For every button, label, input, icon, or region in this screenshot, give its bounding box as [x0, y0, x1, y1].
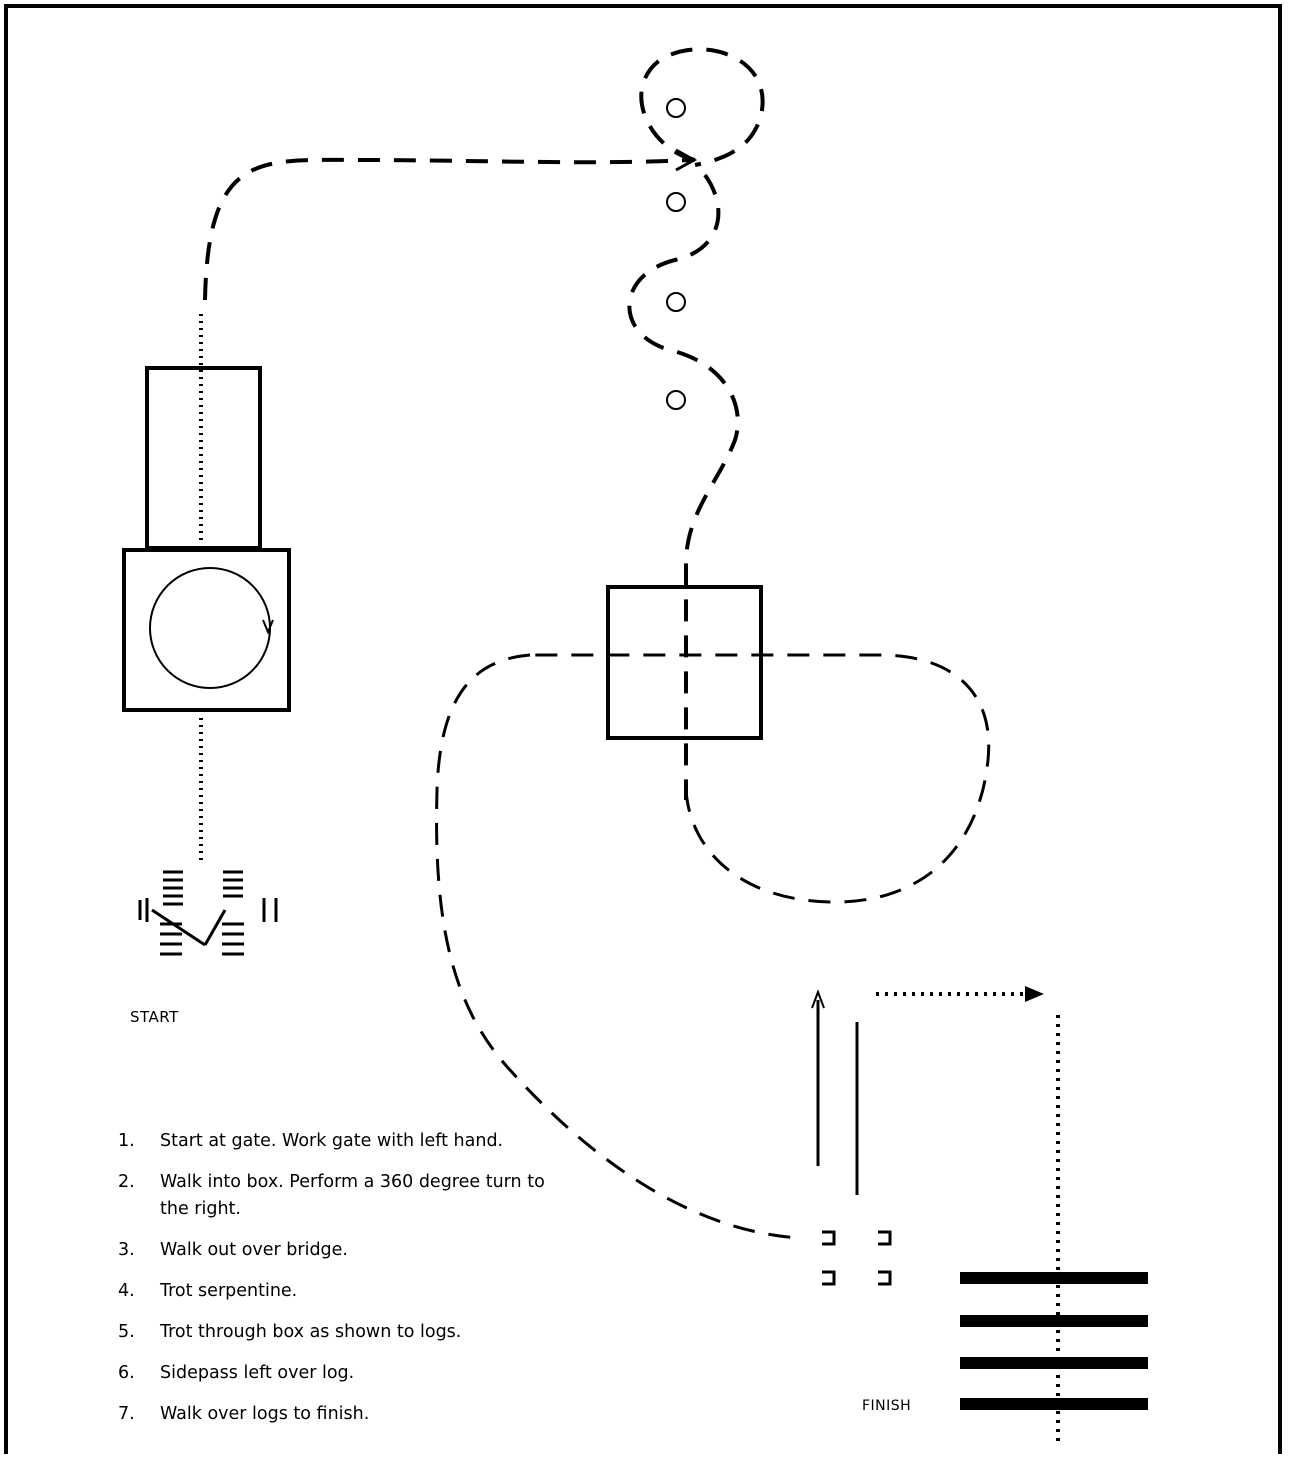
- serpentine-path: [627, 173, 740, 800]
- finish-arrow-icon: [1025, 986, 1044, 1002]
- cone: [666, 98, 686, 118]
- cone-loop: [639, 47, 765, 167]
- start-gate-icon: [138, 870, 278, 956]
- sidepass-markers-icon: [822, 1230, 892, 1286]
- turn-arrow-icon: [262, 619, 274, 635]
- instruction-item: 4.Trot serpentine.: [118, 1281, 298, 1301]
- finish-label: FINISH: [862, 1398, 912, 1414]
- turn-box: [122, 548, 291, 712]
- cone: [666, 292, 686, 312]
- instruction-item: 5.Trot through box as shown to logs.: [118, 1322, 462, 1342]
- finish-logs: [960, 1272, 1148, 1410]
- instruction-item: 6.Sidepass left over log.: [118, 1363, 355, 1383]
- instruction-item: 3.Walk out over bridge.: [118, 1240, 348, 1260]
- trot-path-to-logs: [435, 653, 801, 1240]
- turn-circle: [149, 567, 271, 689]
- instruction-item: 7.Walk over logs to finish.: [118, 1404, 370, 1424]
- cone: [666, 390, 686, 410]
- trot-path-to-serpentine: [203, 157, 691, 301]
- instruction-item: 2.Walk into box. Perform a 360 degree tu…: [118, 1172, 545, 1219]
- bridge: [145, 366, 262, 550]
- page-frame: [4, 4, 1282, 1454]
- start-label: START: [130, 1008, 179, 1026]
- cone: [666, 192, 686, 212]
- sidepass-arrow-icon: [811, 989, 825, 1009]
- trot-box: [606, 585, 763, 740]
- trot-loop-path: [530, 653, 991, 904]
- instruction-item: 1.Start at gate. Work gate with left han…: [118, 1131, 504, 1151]
- instructions-list: 1.Start at gate. Work gate with left han…: [118, 1128, 568, 1442]
